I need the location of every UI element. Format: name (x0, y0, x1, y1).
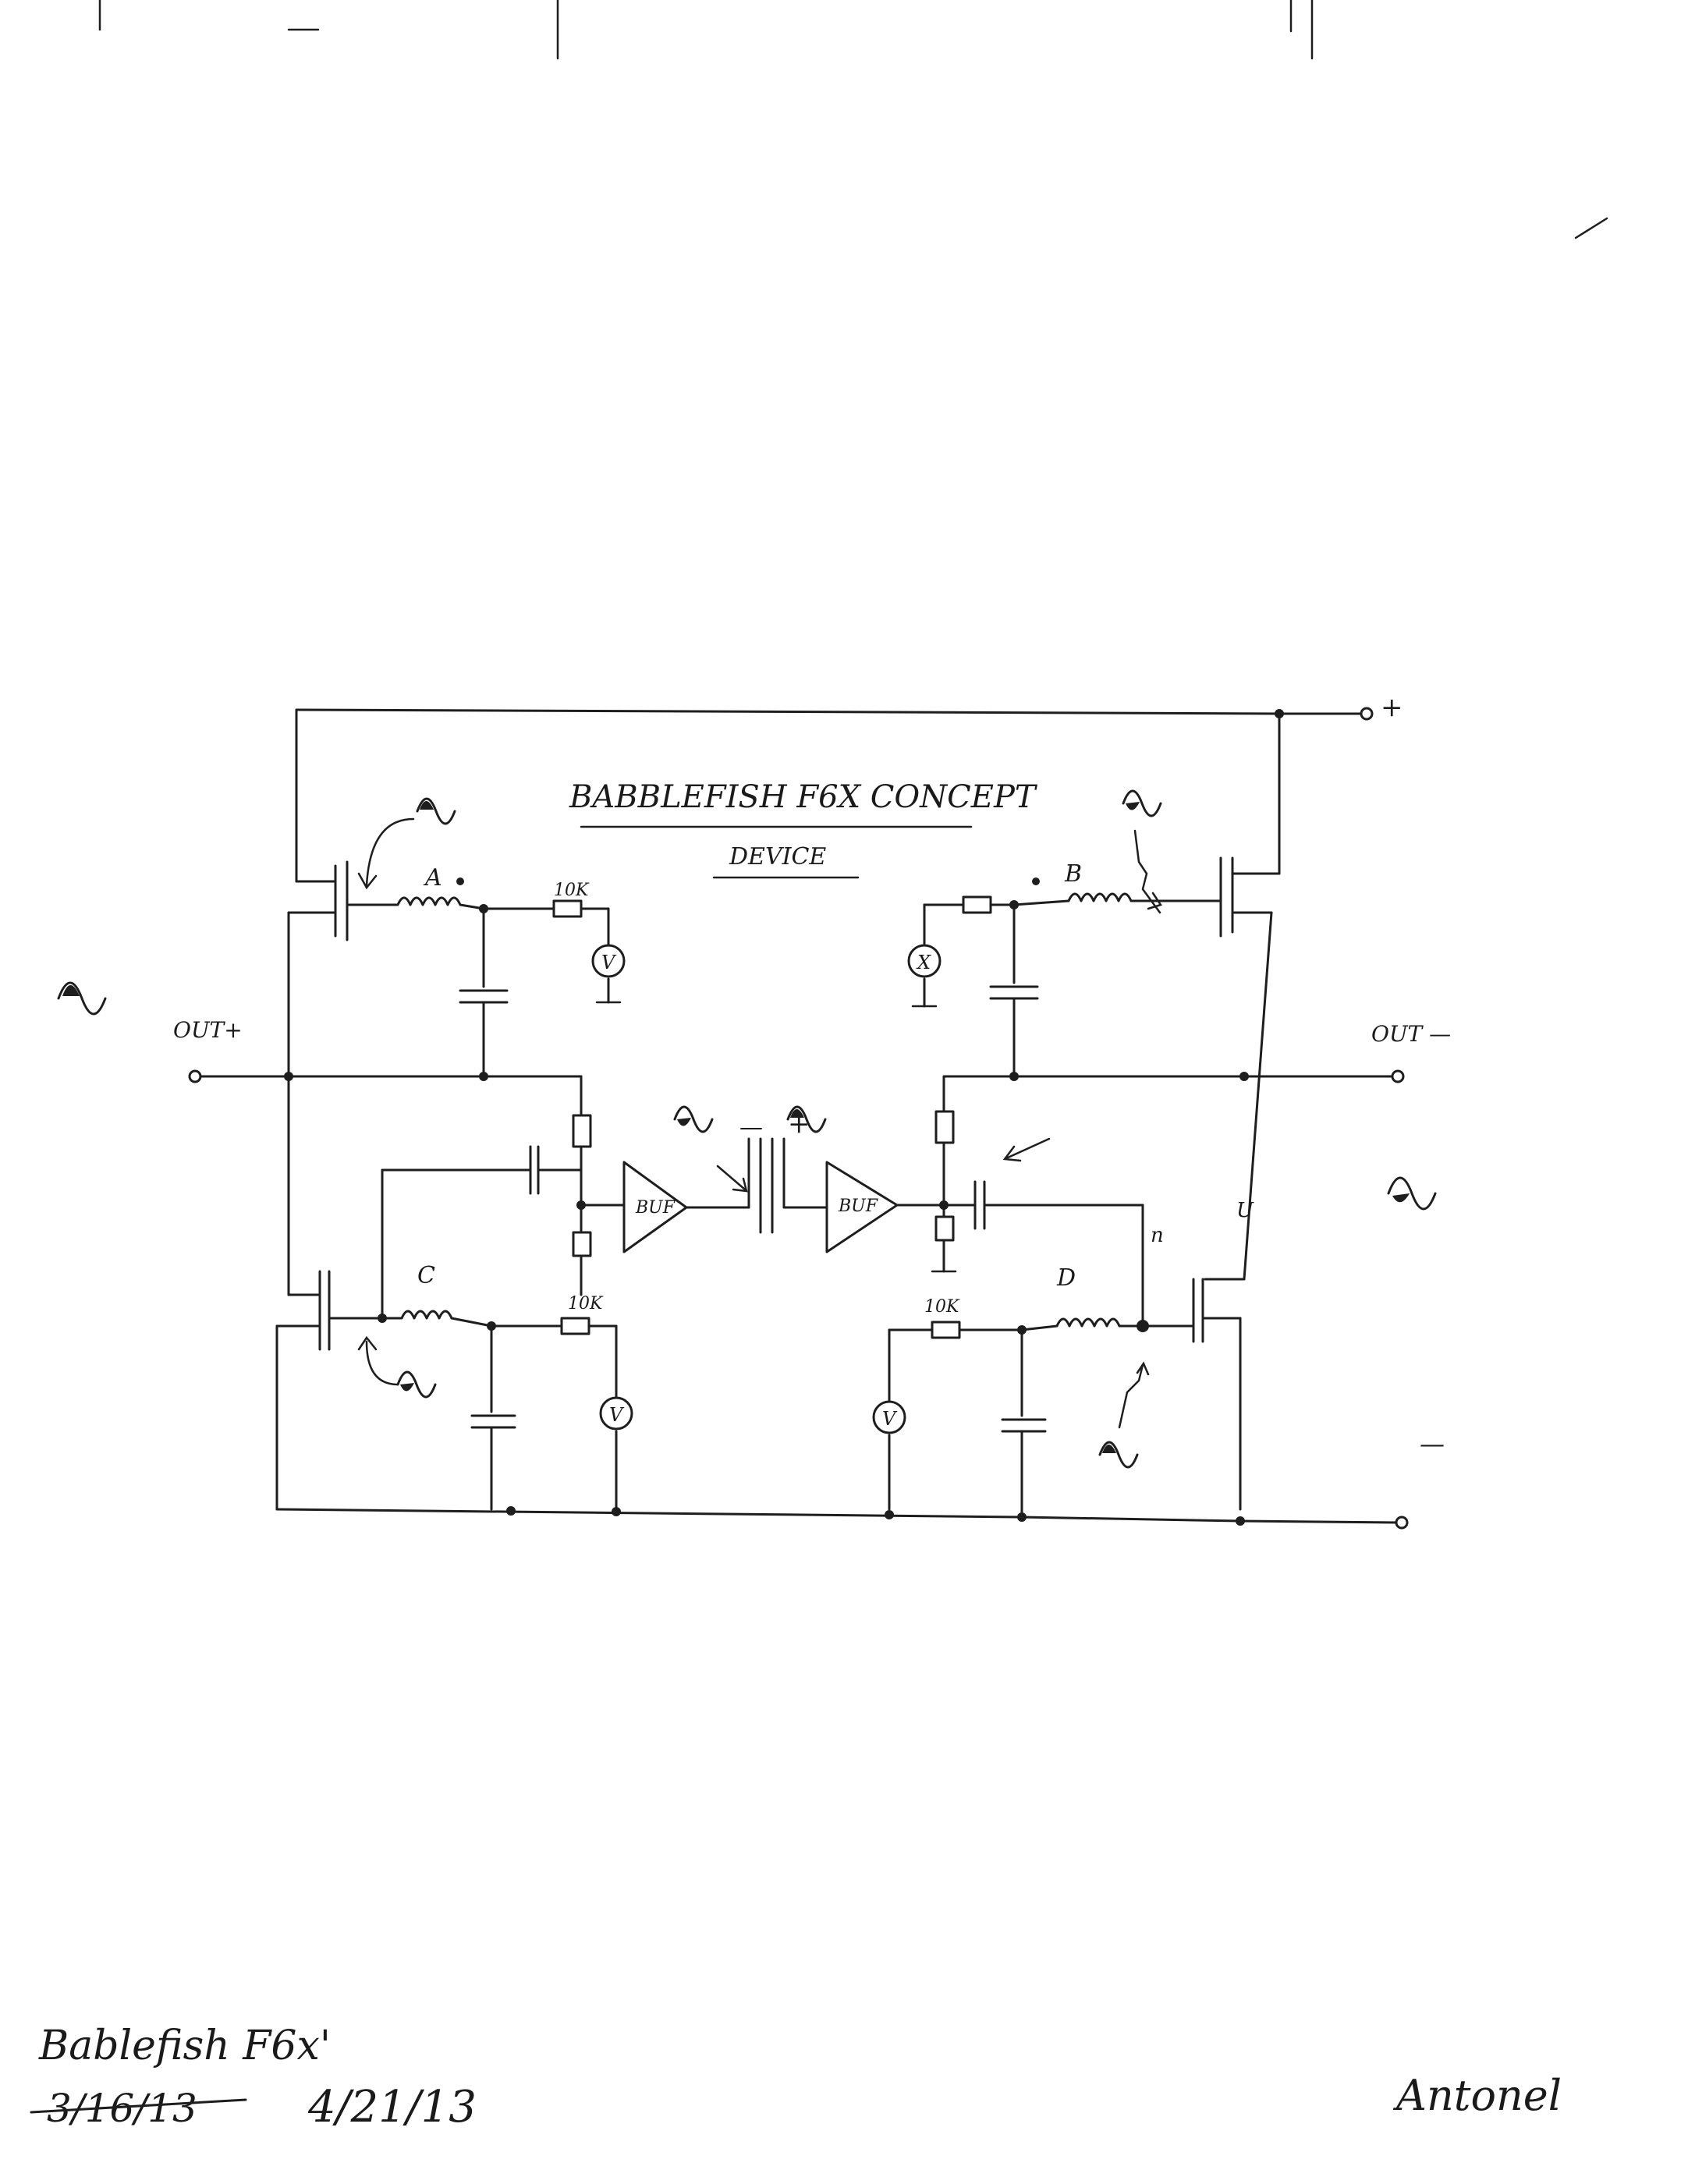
junction-dot (479, 1072, 488, 1081)
meter-v3 (872, 1400, 906, 1434)
footer-name: Bablefish F6x' (38, 2023, 331, 2069)
node-a-dot (456, 878, 464, 885)
minus-bottom-label: — (1420, 1429, 1445, 1459)
strikethrough-line (30, 2098, 247, 2114)
res-c-label: 10K (568, 1294, 604, 1314)
junction-dot (1137, 1320, 1149, 1332)
sine-wave-icon (1122, 789, 1162, 817)
inductor-d (1020, 1317, 1144, 1331)
buf-right-label: BUF (838, 1197, 878, 1216)
sine-wave-icon (1387, 1176, 1437, 1211)
right-buffer-network (782, 1110, 1144, 1328)
transistor-d (1141, 1278, 1246, 1511)
junction-dot (1236, 1516, 1245, 1526)
left-buffer-network (381, 1114, 750, 1320)
junction-dot (1009, 900, 1019, 909)
node-d-label: D (1056, 1264, 1076, 1292)
junction-dot (612, 1507, 621, 1516)
signature: Antonel (1392, 2071, 1562, 2120)
scan-edge-marks (98, 0, 1608, 239)
mid-minus-label: — (739, 1114, 763, 1141)
meter-v2 (599, 1396, 633, 1431)
branch-a (459, 899, 610, 1078)
annotation-arrows (357, 817, 1162, 1429)
meter-x-label: X (916, 952, 931, 973)
out-minus-rail (942, 1075, 1398, 1113)
sine-wave-icon (1098, 1441, 1139, 1469)
junction-dot (487, 1321, 496, 1331)
footer-date: 4/21/13 (307, 2082, 477, 2133)
branch-c (470, 1317, 618, 1511)
input-capacitor (747, 1137, 785, 1234)
waveform-icons (57, 789, 1437, 1469)
junction-dot (506, 1506, 516, 1516)
res-d-label: 10K (924, 1297, 960, 1317)
meter-v2-label: V (609, 1404, 625, 1426)
out-plus-terminal (188, 1069, 202, 1083)
meter-x (907, 944, 942, 978)
junction-dot (479, 904, 488, 913)
diagram-title: BABBLEFISH F6X CONCEPT (569, 779, 1038, 815)
transistor-c (275, 1270, 384, 1511)
node-b-dot (1032, 878, 1040, 885)
res-a-label: 10K (554, 881, 590, 900)
footer-date-struck: 3/16/13 (47, 2086, 197, 2131)
junction-dot (576, 1200, 586, 1210)
out-minus-terminal (1391, 1069, 1405, 1083)
node-b-label: B (1064, 860, 1082, 888)
sine-wave-icon (786, 1105, 827, 1133)
n-label: n (1151, 1224, 1164, 1247)
plus-top-label: + (1381, 692, 1403, 723)
junction-dot (284, 1072, 293, 1081)
minus-terminal (1395, 1516, 1409, 1530)
junction-dot (1017, 1325, 1027, 1335)
bottom-rail (275, 1508, 1402, 1524)
inductor-b (1012, 892, 1156, 906)
junction-dot (939, 1200, 949, 1210)
inductor-c (381, 1310, 493, 1328)
node-c-label: C (417, 1262, 435, 1289)
plus-terminal (1360, 707, 1374, 721)
branch-b (923, 895, 1039, 1078)
junction-dot (378, 1314, 387, 1323)
out-plus-label: OUT+ (173, 1017, 243, 1043)
node-a-label: A (423, 864, 442, 892)
meter-v1 (591, 944, 626, 978)
junction-dot (1017, 1512, 1027, 1522)
sine-wave-icon (57, 981, 107, 1016)
meter-v3-label: V (882, 1408, 898, 1430)
u-label: U (1236, 1199, 1254, 1222)
sine-wave-icon (673, 1105, 714, 1133)
inductor-a (373, 896, 485, 910)
out-minus-label: OUT — (1371, 1021, 1451, 1047)
junction-dot (1009, 1072, 1019, 1081)
transistor-a (287, 860, 376, 1296)
branch-d (888, 1321, 1047, 1519)
junction-dot (1239, 1072, 1249, 1081)
sine-wave-icon (416, 797, 456, 825)
out-plus-rail (193, 1075, 583, 1117)
diagram-subtitle: DEVICE (729, 843, 826, 870)
sine-wave-icon (396, 1370, 437, 1399)
buf-left-label: BUF (635, 1198, 676, 1218)
transistor-b (1153, 856, 1281, 1281)
meter-v1-label: V (601, 952, 617, 973)
junction-dot (1275, 709, 1284, 718)
junction-dot (885, 1510, 894, 1519)
